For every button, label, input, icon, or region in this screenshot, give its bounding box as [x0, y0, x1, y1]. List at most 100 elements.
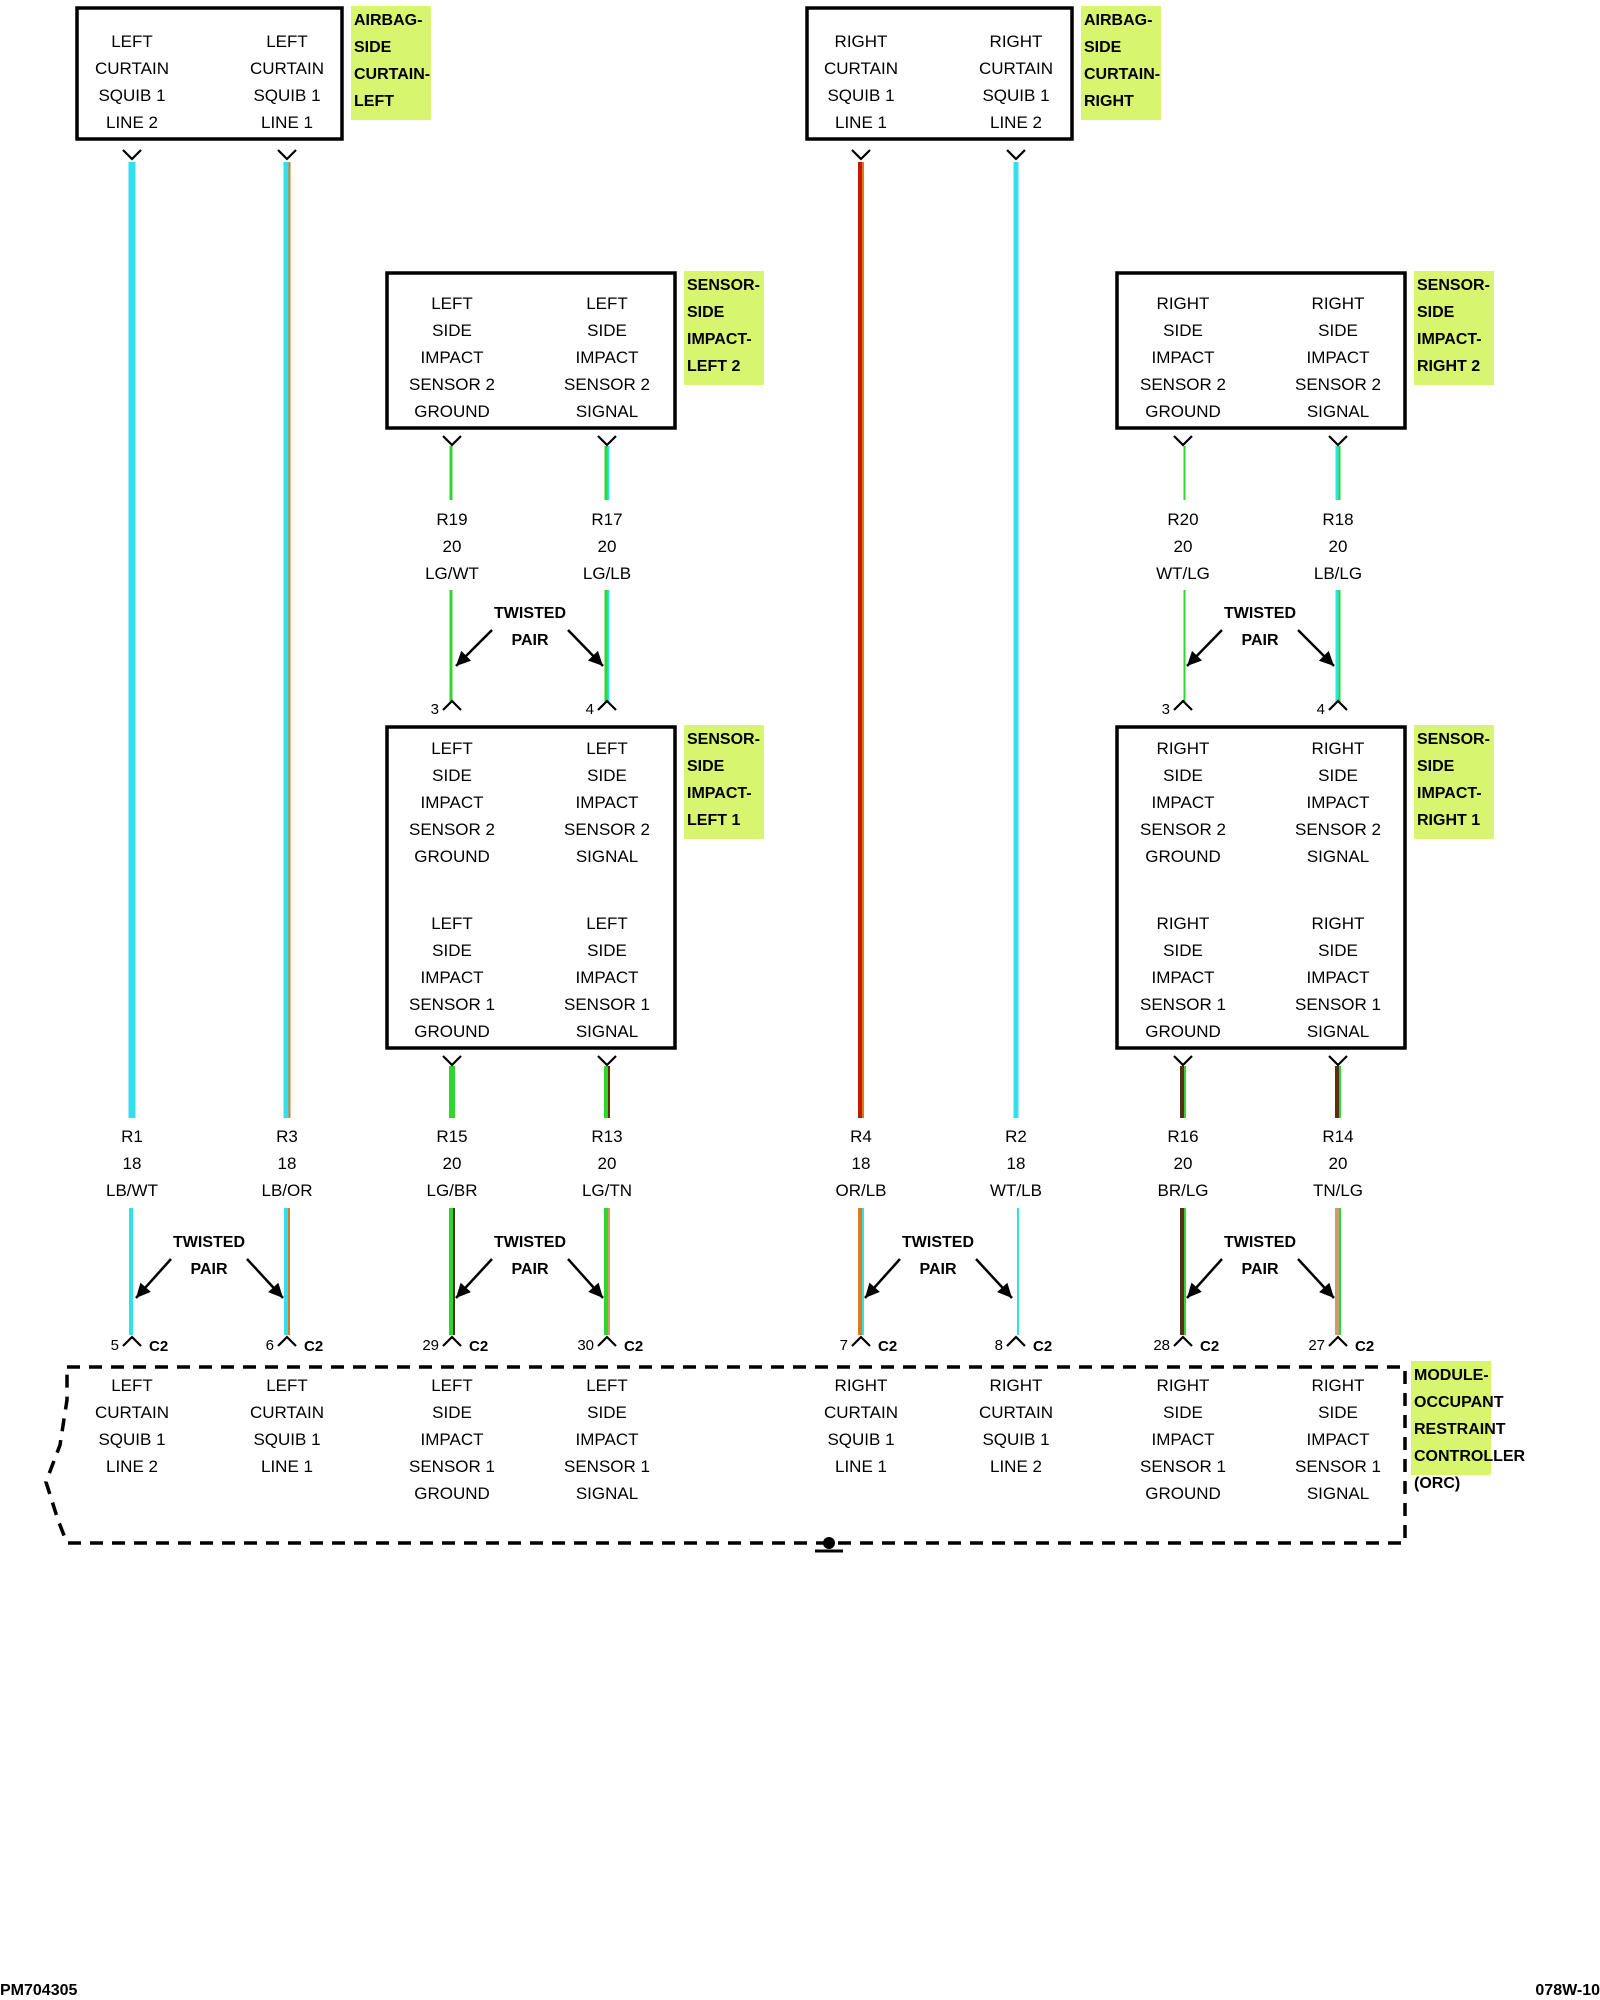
label-line: LEFT [586, 914, 628, 933]
circuit-id: R13 [591, 1127, 622, 1146]
pin-number: 28 [1153, 1337, 1170, 1354]
label-line: SQUIB 1 [827, 1430, 894, 1449]
label-line: SENSOR 2 [564, 820, 650, 839]
label-line: RIGHT [835, 1376, 888, 1395]
circuit-id: R1 [121, 1127, 143, 1146]
wire-R16-upper [1180, 1066, 1186, 1118]
wire-color: WT/LB [990, 1181, 1042, 1200]
label-line: SQUIB 1 [98, 1430, 165, 1449]
wire-R1-lower [129, 1208, 135, 1335]
wire-R20-b [1180, 590, 1186, 702]
label-line: IMPACT [1152, 968, 1215, 987]
label-line: LINE 1 [261, 1457, 313, 1476]
wire-color: LB/LG [1314, 564, 1362, 583]
connector-chevron [1328, 435, 1348, 447]
undefined [442, 1055, 462, 1067]
highlight-bg [684, 271, 764, 385]
circuit-id: R18 [1322, 510, 1353, 529]
label-line: LEFT [431, 1376, 473, 1395]
circuit-id: R16 [1167, 1127, 1198, 1146]
wire-R15-lower [449, 1208, 455, 1335]
wire-gauge: 20 [1329, 1154, 1348, 1173]
connector-chevron [1328, 1335, 1348, 1347]
label-line: IMPACT [576, 348, 639, 367]
label-line: RIGHT [990, 32, 1043, 51]
pin-number: 4 [1317, 701, 1325, 718]
label-line: SQUIB 1 [98, 86, 165, 105]
circuit-id: R14 [1322, 1127, 1353, 1146]
label-line: LEFT [586, 739, 628, 758]
header-line: AIRBAG- [354, 12, 422, 29]
label-line: CURTAIN [250, 1403, 324, 1422]
twisted-arrow-left-head [136, 1282, 151, 1298]
undefined [1328, 1055, 1348, 1067]
header-line: SIDE [687, 758, 725, 775]
label-line: RIGHT [1157, 739, 1210, 758]
label-line: SIDE [1163, 321, 1203, 340]
header-line: SIDE [1417, 304, 1455, 321]
label-line: LINE 1 [835, 113, 887, 132]
label-line: SENSOR 2 [564, 375, 650, 394]
label-line: RIGHT [990, 1376, 1043, 1395]
label-line: SIGNAL [1307, 847, 1369, 866]
wire-color: LG/BR [426, 1181, 477, 1200]
ground-node [823, 1537, 835, 1549]
highlight-bg [1081, 6, 1161, 120]
sensor-right-1-box [1115, 725, 1407, 1050]
connector-chevron [277, 149, 297, 161]
pin-number: 4 [586, 701, 594, 718]
label-line: LINE 2 [106, 113, 158, 132]
circuit-id: R19 [436, 510, 467, 529]
wire-R2-lower [1013, 1208, 1019, 1335]
label-line: SIDE [1318, 1403, 1358, 1422]
wire-color: LB/WT [106, 1181, 158, 1200]
orc-connector-id: C2 [304, 1338, 323, 1355]
label-line: SIGNAL [576, 847, 638, 866]
label-line: RIGHT [1157, 914, 1210, 933]
twisted-arrow-left-head [456, 650, 472, 666]
wire-R4-upper [858, 162, 864, 1118]
connector-chevron [122, 149, 142, 161]
header-line: CURTAIN- [1084, 66, 1160, 83]
wire-color: BR/LG [1157, 1181, 1208, 1200]
label-line: CURTAIN [95, 59, 169, 78]
label-line: SQUIB 1 [982, 86, 1049, 105]
label-line: CURTAIN [95, 1403, 169, 1422]
wire-R16-lower [1180, 1208, 1186, 1335]
wire-R18-a [1335, 446, 1341, 500]
header-line: IMPACT- [687, 785, 752, 802]
label-line: SENSOR 2 [409, 375, 495, 394]
airbag-right-box [805, 6, 1074, 141]
wire-R3-lower [284, 1208, 290, 1335]
label-line: IMPACT [1307, 348, 1370, 367]
orc-connector-id: C2 [1033, 1338, 1052, 1355]
orc-module-outline [44, 1365, 1407, 1545]
sensor-left-1-pin4: 4 [586, 699, 617, 718]
header-line: SIDE [354, 39, 392, 56]
undefined [277, 149, 297, 161]
label-line: LEFT [431, 914, 473, 933]
label-line: SENSOR 2 [1295, 375, 1381, 394]
orc-connector-id: C2 [469, 1338, 488, 1355]
label-line: SIDE [1318, 321, 1358, 340]
header-line: LEFT 1 [687, 812, 740, 829]
label-line: RIGHT [1157, 294, 1210, 313]
sensor-right-1-pin4: 4 [1317, 699, 1348, 718]
